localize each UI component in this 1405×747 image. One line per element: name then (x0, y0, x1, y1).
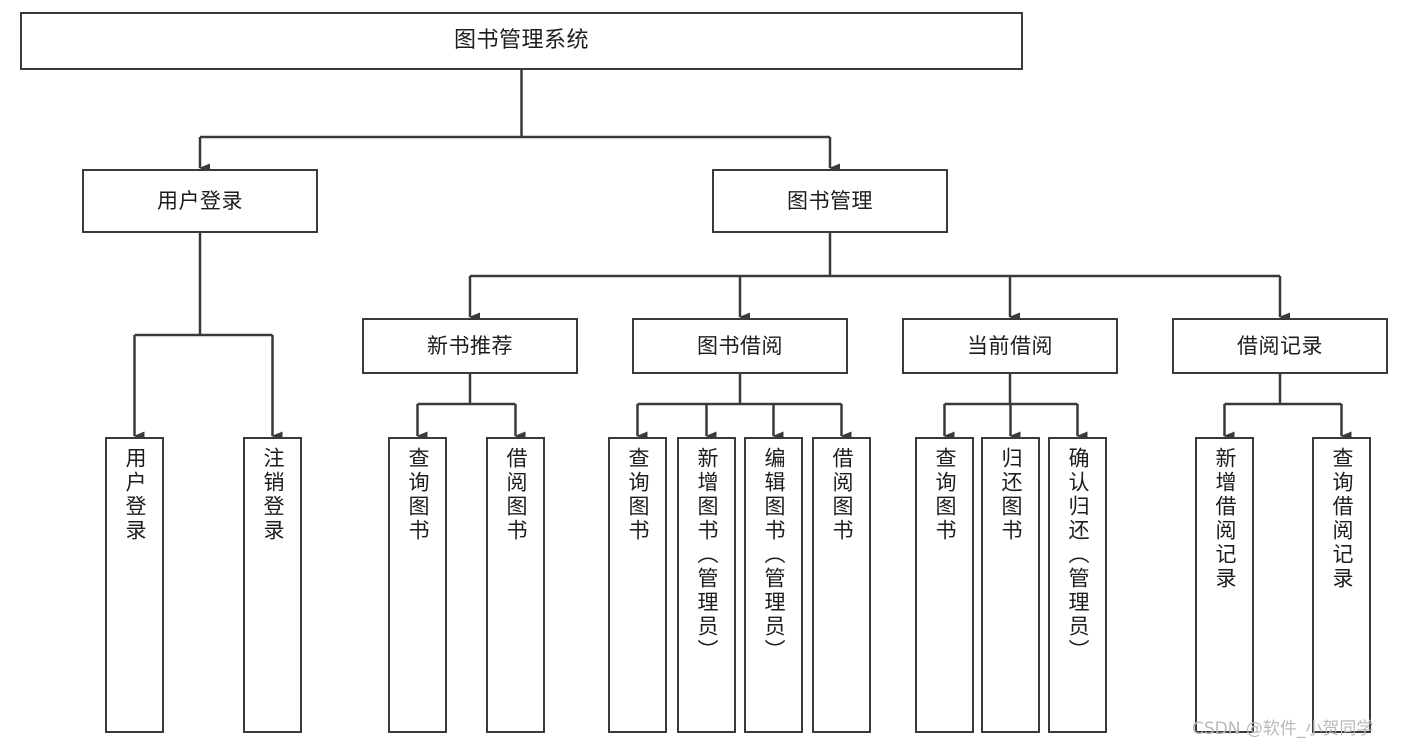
node-user-login[interactable]: 用户登录 (82, 169, 318, 233)
node-leaf-cb-confirm[interactable]: 确认归还（管理员） (1048, 437, 1107, 733)
node-label-root: 图书管理系统 (453, 27, 589, 53)
node-leaf-rec-borrow[interactable]: 借阅图书 (486, 437, 545, 733)
node-label-leaf-br-query: 查询借阅记录 (1330, 447, 1354, 591)
node-leaf-bb-add[interactable]: 新增图书（管理员） (677, 437, 736, 733)
connectors-group (133, 70, 1352, 441)
node-label-new-book-rec: 新书推荐 (427, 333, 513, 358)
node-label-leaf-user-login: 用户登录 (123, 447, 147, 543)
node-label-leaf-bb-query: 查询图书 (626, 447, 650, 543)
node-leaf-br-query[interactable]: 查询借阅记录 (1312, 437, 1371, 733)
node-new-book-rec[interactable]: 新书推荐 (362, 318, 578, 374)
node-book-manage[interactable]: 图书管理 (712, 169, 948, 233)
watermark-label: CSDN @软件_小贺同学 (1192, 719, 1374, 739)
node-label-leaf-cb-query: 查询图书 (933, 447, 957, 543)
node-label-book-borrow: 图书借阅 (697, 333, 783, 358)
node-leaf-bb-borrow[interactable]: 借阅图书 (812, 437, 871, 733)
node-leaf-br-add[interactable]: 新增借阅记录 (1195, 437, 1254, 733)
node-borrow-record[interactable]: 借阅记录 (1172, 318, 1388, 374)
node-current-borrow[interactable]: 当前借阅 (902, 318, 1118, 374)
node-leaf-bb-query[interactable]: 查询图书 (608, 437, 667, 733)
node-label-leaf-br-add: 新增借阅记录 (1213, 447, 1237, 591)
node-root[interactable]: 图书管理系统 (20, 12, 1023, 70)
node-label-leaf-cb-confirm: 确认归还（管理员） (1066, 447, 1090, 663)
node-leaf-bb-edit[interactable]: 编辑图书（管理员） (744, 437, 803, 733)
node-leaf-rec-query[interactable]: 查询图书 (388, 437, 447, 733)
node-label-book-manage: 图书管理 (787, 188, 873, 213)
node-label-leaf-bb-edit: 编辑图书（管理员） (762, 447, 786, 663)
node-label-leaf-cb-return: 归还图书 (999, 447, 1023, 543)
node-label-leaf-bb-add: 新增图书（管理员） (695, 447, 719, 663)
node-leaf-logout[interactable]: 注销登录 (243, 437, 302, 733)
node-book-borrow[interactable]: 图书借阅 (632, 318, 848, 374)
node-label-leaf-bb-borrow: 借阅图书 (830, 447, 854, 543)
node-leaf-cb-query[interactable]: 查询图书 (915, 437, 974, 733)
node-label-current-borrow: 当前借阅 (967, 333, 1053, 358)
node-leaf-cb-return[interactable]: 归还图书 (981, 437, 1040, 733)
node-label-borrow-record: 借阅记录 (1237, 333, 1323, 358)
node-label-user-login: 用户登录 (157, 188, 243, 213)
node-label-leaf-logout: 注销登录 (261, 447, 285, 543)
node-leaf-user-login[interactable]: 用户登录 (105, 437, 164, 733)
node-label-leaf-rec-query: 查询图书 (406, 447, 430, 543)
node-label-leaf-rec-borrow: 借阅图书 (504, 447, 528, 543)
